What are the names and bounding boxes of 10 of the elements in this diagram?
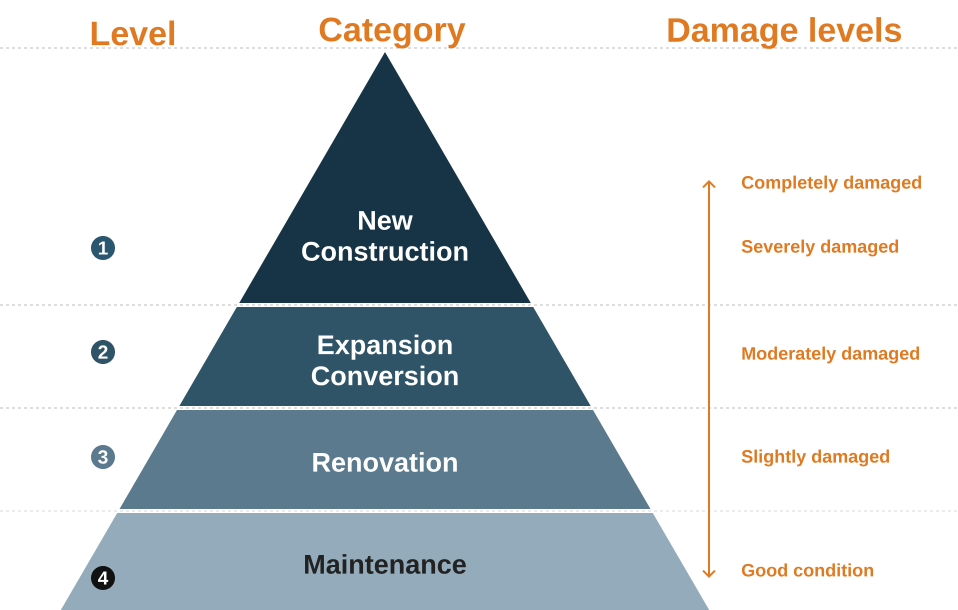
damage-level-label: Good condition — [742, 563, 874, 577]
pyramid-band: Expansion Conversion — [179, 307, 591, 406]
pyramid-band: Renovation — [120, 410, 650, 509]
damage-level-label: Severely damaged — [742, 240, 898, 256]
pyramid-top: New Construction — [239, 52, 531, 303]
damage-level-label: Completely damaged — [742, 176, 922, 192]
column-heading: Level — [92, 20, 174, 46]
damage-level-label: Slightly damaged — [742, 450, 890, 466]
damage-level-label: Moderately damaged — [742, 346, 920, 364]
column-heading: Damage levels — [668, 17, 901, 49]
